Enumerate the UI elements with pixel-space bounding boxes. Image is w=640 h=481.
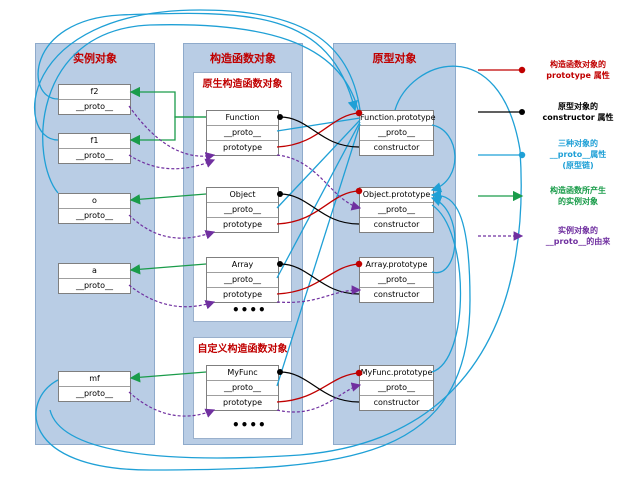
instance-link-a <box>129 263 207 275</box>
instance-proto: __proto__ <box>59 208 130 223</box>
legend-proto-origin: 实例对象的 __proto__的由来 <box>545 226 611 246</box>
constructor-proto: __proto__ <box>207 125 278 140</box>
prototype-constructor: constructor <box>360 217 433 232</box>
prototype-link-array <box>276 260 363 295</box>
instance-proto: __proto__ <box>59 278 130 293</box>
proto-chain-f1 <box>33 9 361 141</box>
constructor-prototype: prototype <box>207 217 278 232</box>
proto-chain-ctor-array <box>276 121 361 279</box>
proto-chain-ctor-object <box>276 119 361 209</box>
constructor-prototype: prototype <box>207 287 278 302</box>
custom-constructors-title: 自定义构造函数对象 <box>197 344 288 355</box>
constructor-link-object <box>277 191 360 225</box>
prototype-constructor: constructor <box>360 140 433 155</box>
custom-ellipsis: •••• <box>232 418 267 432</box>
constructor-name: Object <box>229 190 256 199</box>
legend-constructor: 原型对象的 constructor 属性 <box>542 102 614 122</box>
instance-link-o <box>129 193 207 205</box>
instance-proto: __proto__ <box>59 386 130 401</box>
constructor-name: Function <box>225 113 260 122</box>
proto-chain-funcproto <box>430 124 456 193</box>
proto-origin-o <box>128 214 216 240</box>
proto-origin-mf <box>128 391 216 418</box>
constructor-link-array <box>277 261 360 295</box>
constructor-column-title: 构造函数对象 <box>210 52 276 65</box>
instance-name: mf <box>89 374 100 383</box>
legend-proto-chain: 三种对象的 __proto__属性 (原型链) <box>549 139 607 170</box>
instance-o-box: o __proto__ <box>58 193 131 224</box>
prototype-proto: __proto__ <box>360 202 433 217</box>
instance-f2-box: f2 __proto__ <box>58 84 131 115</box>
prototype-column-title: 原型对象 <box>372 52 417 65</box>
prototype-proto: __proto__ <box>360 380 433 395</box>
constructor-myfunc-box: MyFunc __proto__ prototype <box>206 365 279 411</box>
prototype-name: Function.prototype <box>360 113 436 122</box>
prototype-constructor: constructor <box>360 287 433 302</box>
constructor-proto: __proto__ <box>207 380 278 395</box>
constructor-proto: __proto__ <box>207 202 278 217</box>
instance-link-f1 <box>129 116 206 146</box>
proto-chain-ctor-myfunc <box>276 123 361 387</box>
instance-proto: __proto__ <box>59 99 130 114</box>
constructor-prototype: prototype <box>207 140 278 155</box>
proto-origin-array <box>276 285 362 303</box>
constructor-name: MyFunc <box>227 368 258 377</box>
instance-name: a <box>92 266 97 275</box>
constructor-prototype: prototype <box>207 395 278 410</box>
instance-a-box: a __proto__ <box>58 263 131 294</box>
proto-origin-a <box>128 284 216 310</box>
prototype-proto: __proto__ <box>360 272 433 287</box>
instance-mf-box: mf __proto__ <box>58 371 131 402</box>
native-ellipsis: •••• <box>232 303 267 317</box>
constructor-link-myfunc <box>277 369 360 403</box>
native-constructors-title: 原生构造函数对象 <box>202 79 283 90</box>
proto-chain-myfunc <box>431 204 462 373</box>
function-prototype-box: Function.prototype __proto__ constructor <box>359 110 436 156</box>
prototype-name: Array.prototype <box>365 260 428 269</box>
proto-origin-function <box>276 154 362 211</box>
constructor-name: Array <box>231 260 254 269</box>
constructor-array-box: Array __proto__ prototype <box>206 257 279 303</box>
instance-name: o <box>92 196 97 205</box>
prototype-name: MyFunc.prototype <box>360 368 433 377</box>
object-prototype-box: Object.prototype __proto__ constructor <box>359 187 434 233</box>
constructor-object-box: Object __proto__ prototype <box>206 187 279 233</box>
instance-f1-box: f1 __proto__ <box>58 133 131 164</box>
legend-instance: 构造函数所产生 的实例对象 <box>550 186 606 206</box>
proto-chain-o <box>42 24 359 194</box>
prototype-link-function <box>276 109 363 148</box>
prototype-constructor: constructor <box>360 395 433 410</box>
proto-chain-f2 <box>37 12 358 112</box>
legend-prototype: 构造函数对象的 prototype 属性 <box>546 60 610 80</box>
instance-name: f2 <box>90 87 99 96</box>
proto-chain-mf <box>35 189 471 471</box>
proto-chain-function-up <box>49 65 522 459</box>
proto-chain-array <box>430 196 456 274</box>
prototype-link-object <box>276 187 363 225</box>
prototype-name: Object.prototype <box>362 190 431 199</box>
constructor-function-box: Function __proto__ prototype <box>206 110 279 156</box>
instance-proto: __proto__ <box>59 148 130 163</box>
constructor-proto: __proto__ <box>207 272 278 287</box>
array-prototype-box: Array.prototype __proto__ constructor <box>359 257 434 303</box>
prototype-link-myfunc <box>276 369 363 403</box>
prototype-proto: __proto__ <box>360 125 433 140</box>
myfunc-prototype-box: MyFunc.prototype __proto__ constructor <box>359 365 434 411</box>
instance-column-title: 实例对象 <box>73 52 117 65</box>
proto-origin-myfunc <box>276 382 362 413</box>
instance-link-f2 <box>129 86 206 118</box>
proto-origin-f2 <box>128 105 216 162</box>
proto-origin-f1 <box>128 154 216 170</box>
instance-name: f1 <box>90 136 99 145</box>
instance-link-mf <box>129 371 207 383</box>
proto-chain-ctor-function <box>276 117 361 132</box>
constructor-link-function <box>277 114 360 148</box>
